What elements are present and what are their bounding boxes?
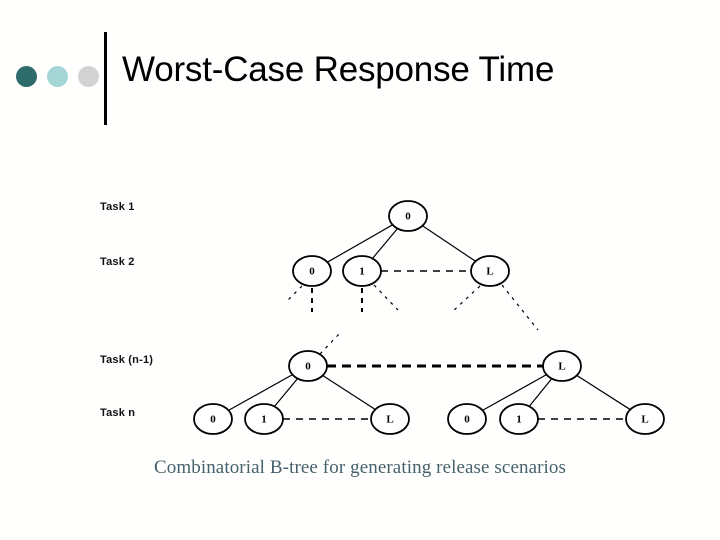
task-row-label: Task n	[100, 407, 136, 419]
tree-ellipsis-edge	[319, 332, 341, 355]
task-row-label: Task 2	[100, 256, 135, 268]
dot-light-teal-icon	[47, 66, 68, 87]
tree-node-circle	[292, 255, 332, 287]
tree-node-circle	[288, 350, 328, 382]
tree-node: 1	[499, 403, 539, 435]
tree-node-circle	[499, 403, 539, 435]
tree-ellipsis-edge	[287, 285, 303, 301]
header-bullet-decoration	[14, 66, 104, 90]
tree-node-label: 0	[405, 211, 411, 223]
tree-node-label: 1	[359, 266, 365, 278]
tree-ellipsis-edge	[373, 284, 399, 311]
tree-edge	[528, 378, 553, 407]
tree-node: L	[370, 403, 410, 435]
tree-node-circle	[388, 200, 428, 232]
page-title: Worst-Case Response Time	[122, 50, 555, 89]
tree-node-label: 0	[464, 414, 470, 426]
header-vertical-rule	[104, 32, 107, 125]
task-row-label: Task (n-1)	[100, 354, 154, 366]
tree-node: L	[625, 403, 665, 435]
tree-node-circle	[342, 255, 382, 287]
slide-header: Worst-Case Response Time	[0, 0, 720, 140]
dot-light-gray-icon	[78, 66, 99, 87]
tree-node-label: 1	[516, 414, 522, 426]
tree-node: 0	[193, 403, 233, 435]
tree-ellipsis-edge	[501, 284, 539, 331]
tree-node-circle	[447, 403, 487, 435]
tree-node-label: 0	[305, 361, 311, 373]
tree-ellipsis-edge	[451, 285, 481, 313]
tree-node-label: L	[641, 414, 648, 426]
tree-node-label: 0	[309, 266, 315, 278]
tree-edge	[273, 378, 299, 407]
tree-node: 1	[342, 255, 382, 287]
tree-edge	[228, 374, 293, 411]
tree-node-circle	[193, 403, 233, 435]
tree-node-label: 1	[261, 414, 267, 426]
tree-edge	[372, 228, 398, 259]
tree-node: 0	[447, 403, 487, 435]
tree-node-circle	[625, 403, 665, 435]
tree-node-label: 0	[210, 414, 216, 426]
tree-edge-layer	[228, 224, 631, 420]
tree-node-label: L	[486, 266, 493, 278]
tree-node-circle	[244, 403, 284, 435]
task-row-label: Task 1	[100, 201, 135, 213]
tree-node: 0	[292, 255, 332, 287]
tree-edge	[422, 225, 476, 262]
tree-node-label: L	[386, 414, 393, 426]
tree-node: L	[470, 255, 510, 287]
tree-node: 0	[388, 200, 428, 232]
tree-node-circle	[542, 350, 582, 382]
tree-node: L	[542, 350, 582, 382]
tree-edge	[482, 374, 547, 411]
tree-edge	[322, 374, 376, 411]
tree-node-label: L	[558, 361, 565, 373]
tree-edge	[327, 224, 393, 263]
tree-node: 0	[288, 350, 328, 382]
tree-node-circle	[370, 403, 410, 435]
tree-node: 1	[244, 403, 284, 435]
tree-edge	[576, 374, 631, 411]
tree-node-circle	[470, 255, 510, 287]
figure-caption: Combinatorial B-tree for generating rele…	[153, 457, 567, 478]
dot-dark-teal-icon	[16, 66, 37, 87]
